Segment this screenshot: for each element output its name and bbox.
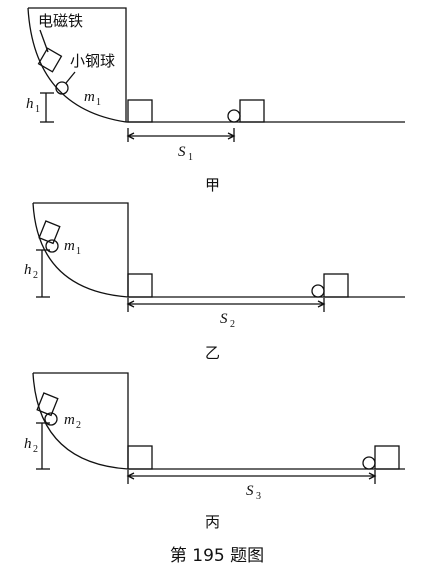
distance-label: S xyxy=(178,144,186,160)
mass-label: m xyxy=(64,238,75,254)
ball-final xyxy=(227,109,241,123)
electromagnet-label: 电磁铁 xyxy=(38,12,83,30)
start-box xyxy=(127,273,153,298)
svg-text:2: 2 xyxy=(230,319,235,330)
ball-leader xyxy=(65,71,76,84)
svg-text:2: 2 xyxy=(76,420,81,431)
distance-label: S xyxy=(246,483,254,499)
box-final xyxy=(374,445,400,470)
height-label: h xyxy=(26,96,34,112)
ball-final xyxy=(362,456,376,470)
height-label: h xyxy=(24,436,32,452)
ramp-block xyxy=(27,7,127,123)
panel-caption: 甲 xyxy=(205,176,220,194)
mass-label: m xyxy=(64,412,75,428)
figure-caption: 第 195 题图 xyxy=(170,546,264,566)
svg-text:1: 1 xyxy=(35,104,40,115)
svg-text:2: 2 xyxy=(33,444,38,455)
box-final xyxy=(239,99,265,123)
panel-yi: h 2 m 1 S 2 乙 xyxy=(24,202,405,362)
svg-text:1: 1 xyxy=(76,246,81,257)
start-box xyxy=(127,445,153,470)
box-final xyxy=(323,273,349,298)
electromagnet-leader xyxy=(39,29,49,53)
svg-text:1: 1 xyxy=(188,152,193,163)
electromagnet xyxy=(36,392,59,417)
panel-caption: 丙 xyxy=(205,513,220,531)
ball-final xyxy=(311,284,325,298)
mass-label: m xyxy=(84,89,95,105)
electromagnet xyxy=(37,47,63,73)
ball-on-ramp xyxy=(55,81,69,95)
svg-text:1: 1 xyxy=(96,97,101,108)
distance-label: S xyxy=(220,311,228,327)
ramp-block xyxy=(32,372,129,470)
panel-bing: h 2 m 2 S 3 丙 xyxy=(24,372,405,531)
height-label: h xyxy=(24,262,32,278)
electromagnet xyxy=(38,220,61,245)
panel-caption: 乙 xyxy=(205,344,220,362)
svg-text:2: 2 xyxy=(33,270,38,281)
ball-on-ramp xyxy=(44,412,58,426)
ball-label: 小钢球 xyxy=(70,52,115,70)
ball-on-ramp xyxy=(45,239,59,253)
start-box xyxy=(127,99,153,123)
panel-jia: 电磁铁 小钢球 h 1 m 1 S 1 甲 xyxy=(26,7,405,194)
svg-text:3: 3 xyxy=(256,491,261,502)
ramp-block xyxy=(32,202,129,298)
